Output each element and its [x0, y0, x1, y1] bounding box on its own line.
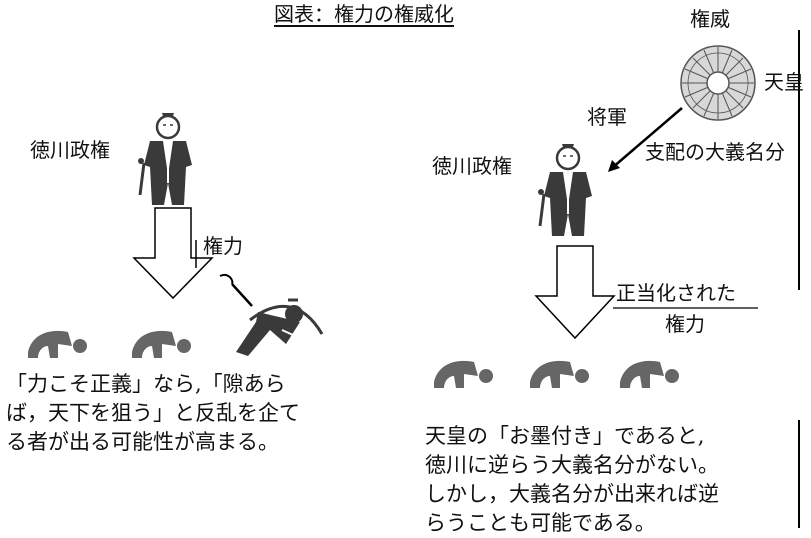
chrysanthemum-crest-icon	[680, 45, 756, 121]
right-samurai-icon	[536, 142, 594, 238]
right-bowing-figures-icon	[434, 360, 679, 388]
page-title: 図表：権力の権威化	[274, 2, 454, 26]
legitimized-label-line1: 正当化された	[616, 281, 736, 305]
right-border-line	[798, 30, 800, 290]
emperor-label: 天皇	[764, 70, 804, 94]
right-caption-line: 天皇の「お墨付き」であると,	[425, 424, 705, 448]
left-regime-label: 徳川政権	[30, 138, 110, 162]
right-regime-label: 徳川政権	[432, 154, 512, 178]
left-caption-line: ば，天下を狙う」と反乱を企て	[6, 401, 300, 425]
left-caption-line: 「力こそ正義」なら,「隙あら	[6, 372, 286, 396]
right-caption-line: 徳川に逆らう大義名分がない。	[425, 453, 719, 477]
legitimized-label-line2: 権力	[665, 312, 705, 336]
legitimacy-arrow-icon	[611, 107, 683, 169]
rebel-swordsman-icon	[219, 274, 324, 356]
right-border-line-lower	[798, 420, 800, 528]
left-caption-line: る者が出る可能性が高まる。	[6, 430, 279, 454]
left-caption: 「力こそ正義」なら,「隙あら ば，天下を狙う」と反乱を企て る者が出る可能性が高…	[6, 370, 300, 457]
authority-label: 権威	[690, 7, 730, 31]
power-label: 権力	[203, 234, 243, 258]
left-samurai-icon	[136, 111, 194, 207]
left-bowing-figures-icon	[28, 330, 191, 358]
right-caption-line: らうことも可能である。	[425, 511, 656, 535]
shogun-label: 将軍	[587, 105, 627, 129]
right-down-arrow-icon	[534, 245, 616, 340]
justification-label: 支配の大義名分	[645, 140, 785, 164]
left-down-arrow-icon	[132, 207, 214, 300]
right-caption-line: しかし，大義名分が出来れば逆	[425, 482, 719, 506]
right-caption: 天皇の「お墨付き」であると, 徳川に逆らう大義名分がない。 しかし，大義名分が出…	[425, 422, 719, 538]
